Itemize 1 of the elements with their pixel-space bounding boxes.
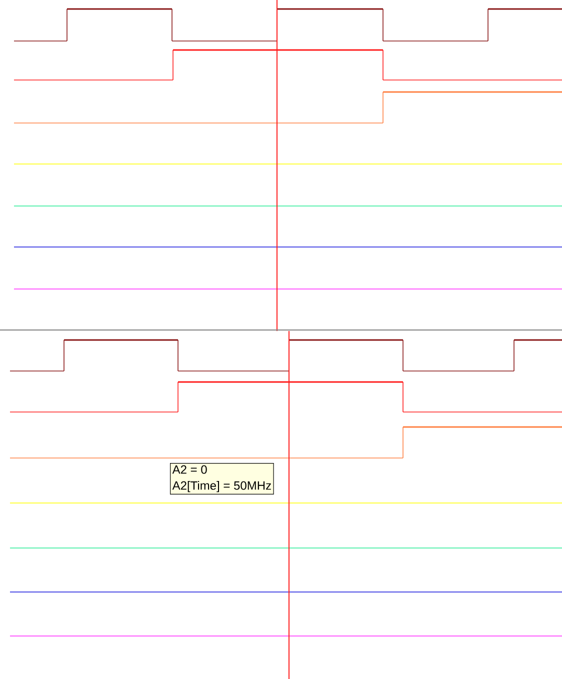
tooltip-box: A2 = 0 A2[Time] = 50MHz	[170, 463, 274, 494]
